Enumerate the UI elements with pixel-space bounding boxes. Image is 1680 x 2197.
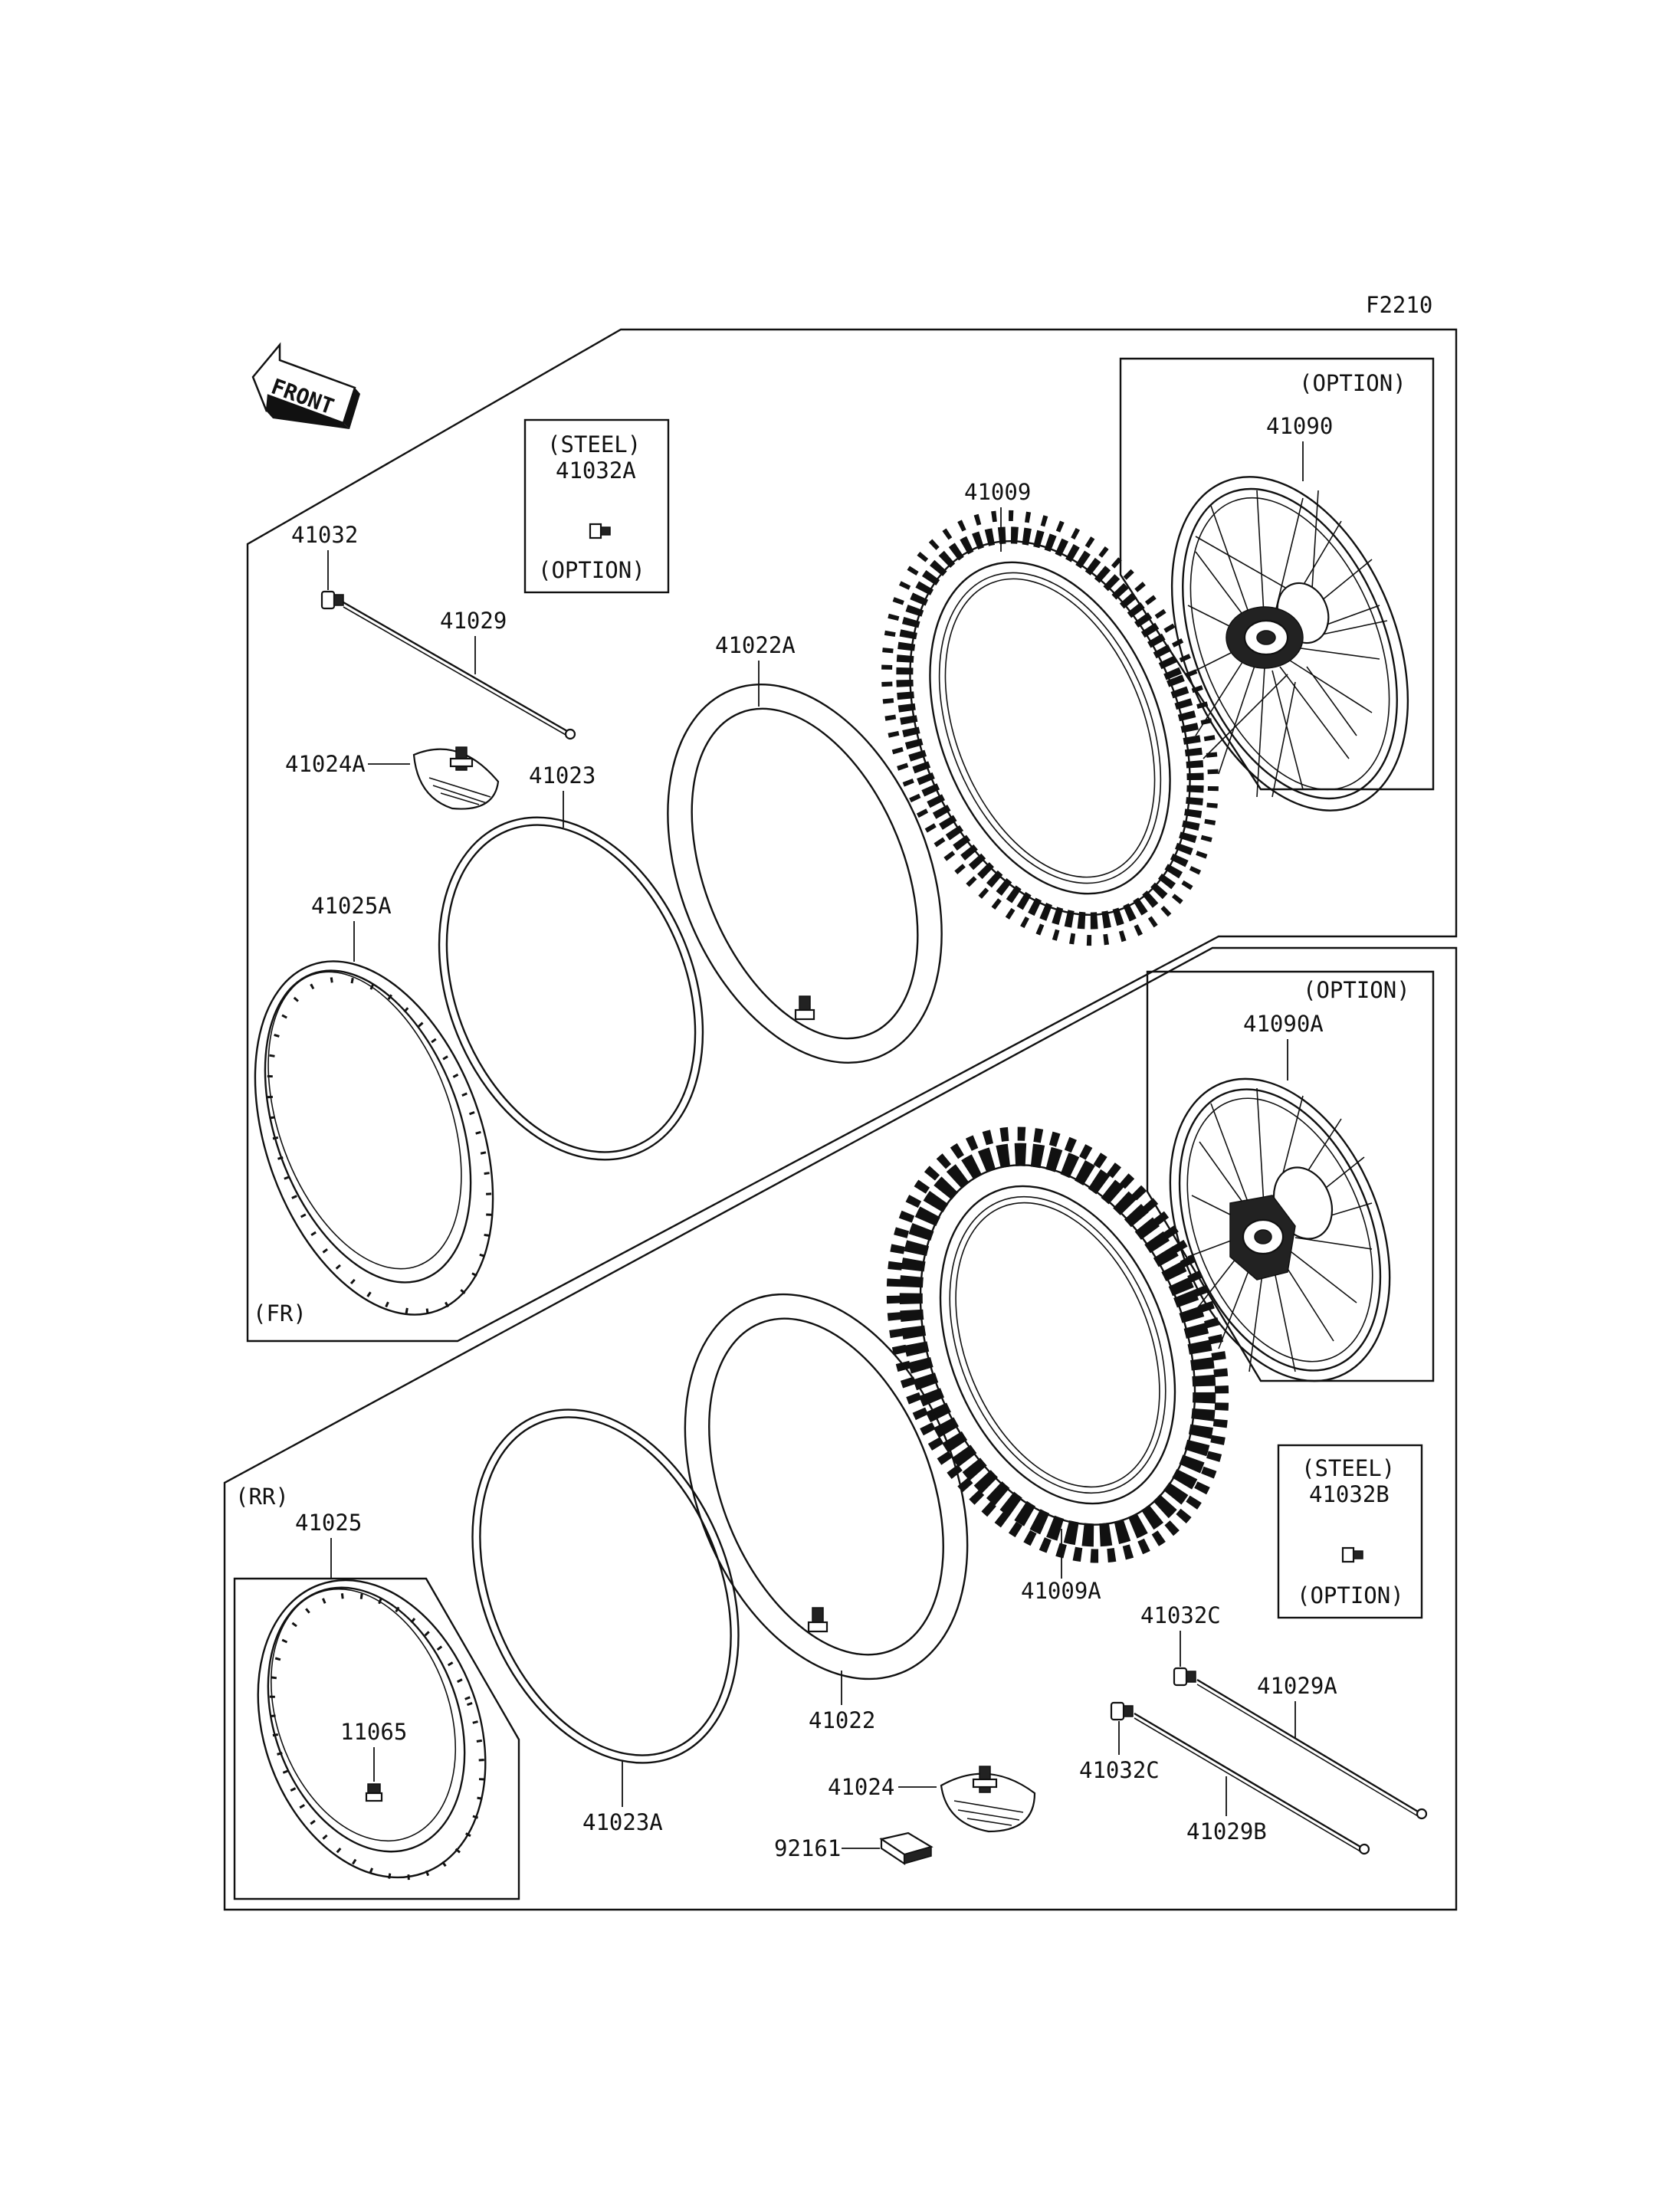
part-label-41032c-lower: 41032C	[1079, 1757, 1160, 1783]
part-label-41025a: 41025A	[311, 893, 392, 919]
spoke-nipple-41032c-upper	[1173, 1667, 1196, 1687]
callout-steel-a-bottom: (OPTION)	[538, 557, 645, 583]
callout-option-rear-top: (OPTION)	[1303, 977, 1410, 1003]
part-label-41029: 41029	[440, 608, 507, 634]
part-label-41023: 41023	[529, 762, 596, 789]
front-tire-41009	[881, 510, 1219, 946]
part-label-11065: 11065	[340, 1719, 407, 1745]
rim-nut-11065-icon	[365, 1783, 383, 1802]
rear-rim-band-41023a	[471, 1408, 740, 1764]
spoke-41029a	[1196, 1678, 1428, 1820]
part-label-41032: 41032	[291, 522, 358, 548]
callout-box-steel-41032a: (STEEL) 41032A (OPTION)	[523, 418, 670, 594]
part-label-41029a: 41029A	[1257, 1673, 1337, 1699]
part-label-41024a: 41024A	[285, 751, 366, 777]
spoke-nipple-41032	[320, 590, 344, 610]
rear-section-label: (RR)	[235, 1484, 289, 1510]
rear-section-frame	[223, 946, 1458, 1911]
figure-code: F2210	[1366, 292, 1432, 318]
front-spoked-wheel-41090	[1170, 476, 1409, 812]
spoke-41029	[343, 601, 576, 740]
valve-nut-41032b-icon	[1341, 1546, 1363, 1563]
rear-spoked-wheel-41090a	[1169, 1077, 1391, 1382]
rim-lock-41024a	[412, 746, 500, 810]
part-label-41023a: 41023A	[582, 1809, 663, 1835]
front-section-frame	[246, 328, 1458, 1343]
part-label-41029b: 41029B	[1186, 1818, 1267, 1844]
part-label-41009: 41009	[964, 479, 1031, 505]
part-label-41022: 41022	[809, 1707, 875, 1733]
front-tube-41022a	[667, 684, 943, 1064]
spoke-nipple-41032c-lower	[1110, 1701, 1134, 1721]
rear-tube-41022	[684, 1293, 969, 1681]
callout-box-steel-41032b: (STEEL) 41032B (OPTION)	[1277, 1444, 1423, 1619]
balance-weight-92161	[879, 1831, 934, 1866]
part-label-41022a: 41022A	[715, 632, 796, 658]
part-label-41009a: 41009A	[1021, 1578, 1101, 1604]
callout-option-front-top: (OPTION)	[1299, 370, 1406, 396]
part-label-92161: 92161	[774, 1835, 841, 1861]
front-direction-arrow-icon: FRONT	[251, 342, 360, 429]
part-label-41090a: 41090A	[1243, 1011, 1324, 1037]
callout-box-option-41090a	[1146, 970, 1435, 1382]
front-rim-band-41023	[438, 816, 704, 1161]
part-label-41024: 41024	[828, 1774, 894, 1800]
callout-box-option-41090	[1119, 357, 1435, 791]
part-label-41032c-upper: 41032C	[1140, 1602, 1221, 1628]
callout-steel-a-part: 41032A	[556, 457, 636, 484]
rear-tire-41009a	[886, 1126, 1229, 1563]
rim-lock-41024	[940, 1766, 1036, 1833]
callout-steel-b-bottom: (OPTION)	[1297, 1582, 1404, 1608]
valve-nut-41032a-icon	[589, 523, 611, 539]
callout-steel-b-top: (STEEL)	[1301, 1455, 1395, 1481]
rear-rim-41025	[257, 1579, 487, 1881]
part-label-41090: 41090	[1266, 413, 1333, 439]
rear-rim-41025-box	[233, 1577, 520, 1900]
part-label-41025: 41025	[295, 1510, 362, 1536]
spoke-41029b	[1134, 1712, 1370, 1855]
front-section-label: (FR)	[253, 1300, 307, 1326]
front-rim-41025a	[254, 960, 494, 1316]
callout-steel-b-part: 41032B	[1309, 1481, 1390, 1507]
callout-steel-a-top: (STEEL)	[547, 431, 641, 457]
